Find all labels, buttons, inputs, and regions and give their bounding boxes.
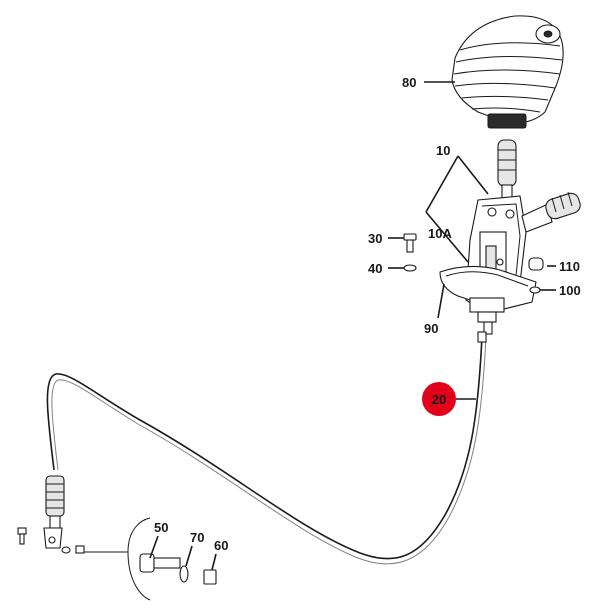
callout-30: 30 <box>368 231 382 246</box>
nut-100 <box>529 286 541 294</box>
callout-70: 70 <box>190 530 204 545</box>
highlight-marker <box>422 382 456 416</box>
callout-10a: 10A <box>428 226 452 241</box>
control-lever-assembly <box>439 139 581 335</box>
callout-50: 50 <box>154 520 168 535</box>
bolt-30 <box>403 233 417 253</box>
callout-90: 90 <box>424 321 438 336</box>
callout-100: 100 <box>559 283 581 298</box>
callout-110: 110 <box>559 259 580 274</box>
rubber-boot <box>451 15 564 129</box>
callout-10: 10 <box>436 143 450 158</box>
callout-40: 40 <box>368 261 382 276</box>
cap-nut-110 <box>528 257 544 271</box>
callout-20: 20 <box>432 392 446 407</box>
control-cable <box>43 331 487 565</box>
detail-view <box>127 517 217 601</box>
washer-40 <box>403 264 417 272</box>
callout-80: 80 <box>402 75 416 90</box>
leader-lines <box>149 81 556 571</box>
end-hardware <box>17 527 128 554</box>
callout-60: 60 <box>214 538 228 553</box>
